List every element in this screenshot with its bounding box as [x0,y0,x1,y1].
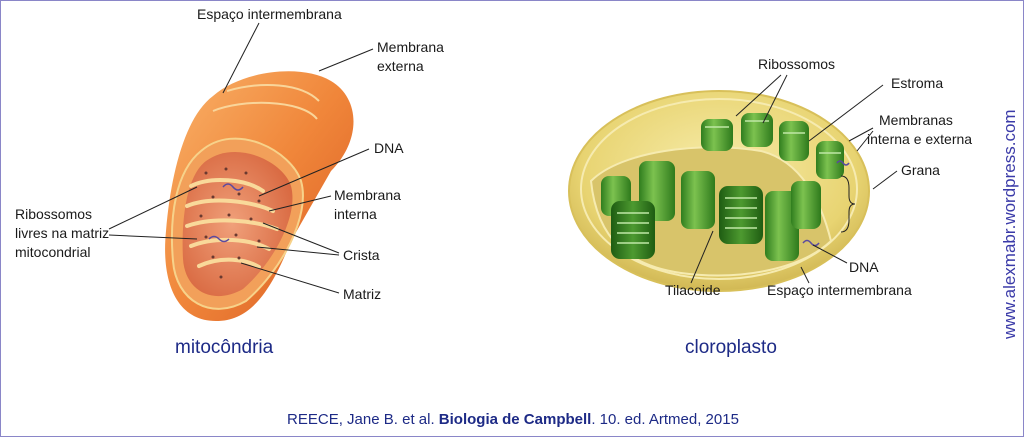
label-chloro-membranes-line2: interna e externa [867,131,972,147]
label-mito-outer-line2: externa [377,58,424,74]
mito-leader-lines [108,22,374,294]
chloro-grana-inner [601,161,821,261]
citation-title: Biologia de Campbell [438,411,592,428]
label-chloro-thylakoid: Tilacoide [665,282,721,298]
label-mito-dna: DNA [374,140,404,156]
chloro-leader-lines [690,74,898,284]
mito-tube-edge [212,84,320,120]
chloro-dna [802,239,820,247]
label-mito-ribo-line3: mitocondrial [15,244,90,260]
caption-mitochondrion: mitocôndria [175,337,274,358]
chloro-inner-membrane [580,98,858,280]
label-mito-ribo-line1: Ribossomos [15,206,92,222]
chloro-dna-2 [836,160,850,166]
label-mito-ribo-line2: livres na matriz [15,225,109,241]
mito-cristae [185,178,279,269]
citation-author: REECE, Jane B. et al. [287,411,435,428]
label-chloro-ribosomes: Ribossomos [758,56,835,72]
chloro-thylakoid-stripes [617,120,841,244]
label-mito-crista: Crista [343,247,380,263]
caption-chloroplast: cloroplasto [685,337,777,358]
label-mito-outer-line1: Membrana [377,39,444,55]
label-chloro-membranes-line1: Membranas [879,112,953,128]
watermark-url: www.alexmabr.wordpress.com [1000,109,1019,340]
label-mito-matrix: Matriz [343,286,381,302]
label-chloro-dna: DNA [849,259,879,275]
chloro-grana-bracket [840,175,856,233]
chloroplast-illustration [568,90,870,292]
mito-dna-2 [208,235,230,243]
label-chloro-intermembrane: Espaço intermembrana [767,282,912,298]
mito-ribosomes [199,167,261,279]
label-chloro-grana: Grana [901,162,940,178]
label-mito-inner-line1: Membrana [334,187,401,203]
label-chloro-stroma: Estroma [891,75,943,91]
mito-labels: Espaço intermembrana Membrana externa DN… [15,6,444,358]
citation-rest: . 10. ed. Artmed, 2015 [591,411,739,428]
label-mito-inner-line2: interna [334,206,377,222]
label-mito-intermembrane: Espaço intermembrana [197,6,342,22]
mito-dna [222,183,244,191]
citation: REECE, Jane B. et al. Biologia de Campbe… [1,411,1023,428]
chloro-labels: Ribossomos Estroma Membranas interna e e… [665,56,972,358]
